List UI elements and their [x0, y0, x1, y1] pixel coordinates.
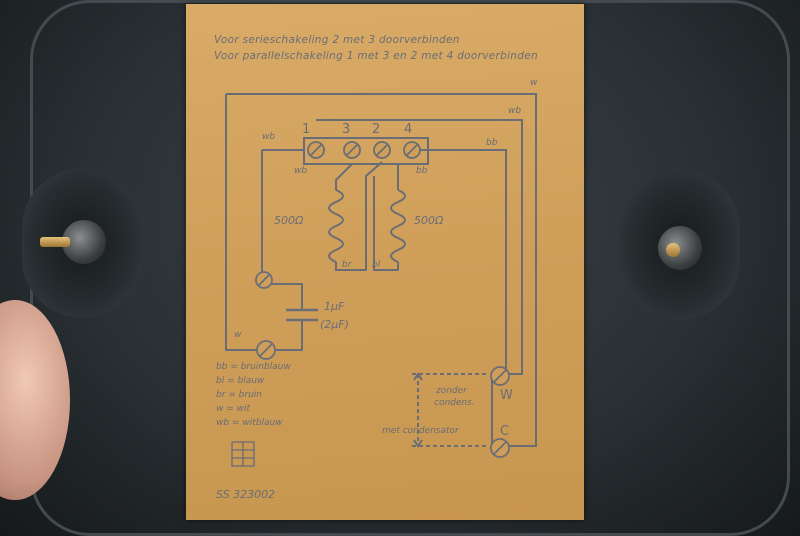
- wire-coil-left-top: [335, 163, 353, 190]
- wire-code-w-bottom: w: [234, 330, 242, 340]
- wire-coil-left-bottom: [335, 161, 383, 271]
- wire-w-outer: [226, 93, 537, 447]
- left-brass-stud: [40, 237, 70, 247]
- with-capacitor: met condensator: [382, 426, 459, 436]
- dim-arrows: [413, 372, 423, 448]
- legend-br: br = bruin: [216, 390, 262, 400]
- legend-bb: bb = bruinblauw: [216, 362, 291, 372]
- wire-code-bb-coil: bb: [416, 166, 428, 176]
- screw-terminal-1: [307, 141, 325, 159]
- coil-left-resistance: 500Ω: [274, 214, 304, 227]
- manufacturer-emblem-icon: [231, 441, 255, 467]
- coil-left: [328, 189, 344, 263]
- wire-coil-right-bottom: [373, 176, 399, 271]
- terminal-label-1: 1: [302, 122, 311, 137]
- wire-wb-right: [316, 119, 523, 375]
- capacitor-plates: [286, 308, 318, 322]
- wire-code-wb-coil: wb: [294, 166, 308, 176]
- wire-code-br: br: [342, 260, 352, 270]
- wire-code-bb-right: bb: [486, 138, 498, 148]
- screw-terminal-W: [490, 366, 510, 386]
- screw-terminal-C: [490, 438, 510, 458]
- coil-right-resistance: 500Ω: [414, 214, 444, 227]
- right-mount-well: [620, 170, 740, 320]
- screw-terminal-4: [403, 141, 421, 159]
- legend-bl: bl = blauw: [216, 376, 265, 386]
- capacitor-alt-value: (2μF): [320, 318, 349, 331]
- wire-bb-right: [418, 149, 507, 374]
- terminal-label-2: 2: [372, 122, 381, 137]
- legend-w: w = wit: [216, 404, 251, 414]
- coil-right: [390, 189, 406, 263]
- screw-terminal-cap: [255, 271, 273, 289]
- wire-code-w-top: w: [530, 78, 538, 88]
- wiring-label: Voor serieschakeling 2 met 3 doorverbind…: [186, 4, 584, 520]
- wiring-diagram: [225, 93, 537, 467]
- wire-w-left: [225, 94, 266, 351]
- without-capacitor-1: zonder: [436, 386, 467, 396]
- terminal-label-C: C: [500, 424, 510, 439]
- left-mount-well: [22, 168, 142, 318]
- terminal-label-W: W: [500, 388, 513, 403]
- right-bolt-icon: [658, 226, 702, 270]
- without-capacitor-2: condens.: [434, 398, 475, 408]
- screw-terminal-3: [343, 141, 361, 159]
- wire-cap-top: [262, 283, 303, 310]
- legend-wb: wb = witblauw: [216, 418, 283, 428]
- screw-terminal-2: [373, 141, 391, 159]
- screw-terminal-w-left: [256, 340, 276, 360]
- terminal-label-4: 4: [404, 122, 413, 137]
- series-instruction: Voor serieschakeling 2 met 3 doorverbind…: [214, 34, 460, 46]
- terminal-label-3: 3: [342, 122, 351, 137]
- wire-code-wb-right: wb: [508, 106, 522, 116]
- wire-code-wb-left: wb: [262, 132, 276, 142]
- wire-cap-bottom: [276, 320, 303, 351]
- capacitor-value: 1μF: [324, 300, 345, 313]
- dim-ticks: [412, 373, 488, 447]
- right-brass-stud: [666, 243, 680, 257]
- part-number: SS 323002: [216, 488, 276, 501]
- parallel-instruction: Voor parallelschakeling 1 met 3 en 2 met…: [214, 50, 538, 62]
- wire-code-bl: bl: [372, 260, 381, 270]
